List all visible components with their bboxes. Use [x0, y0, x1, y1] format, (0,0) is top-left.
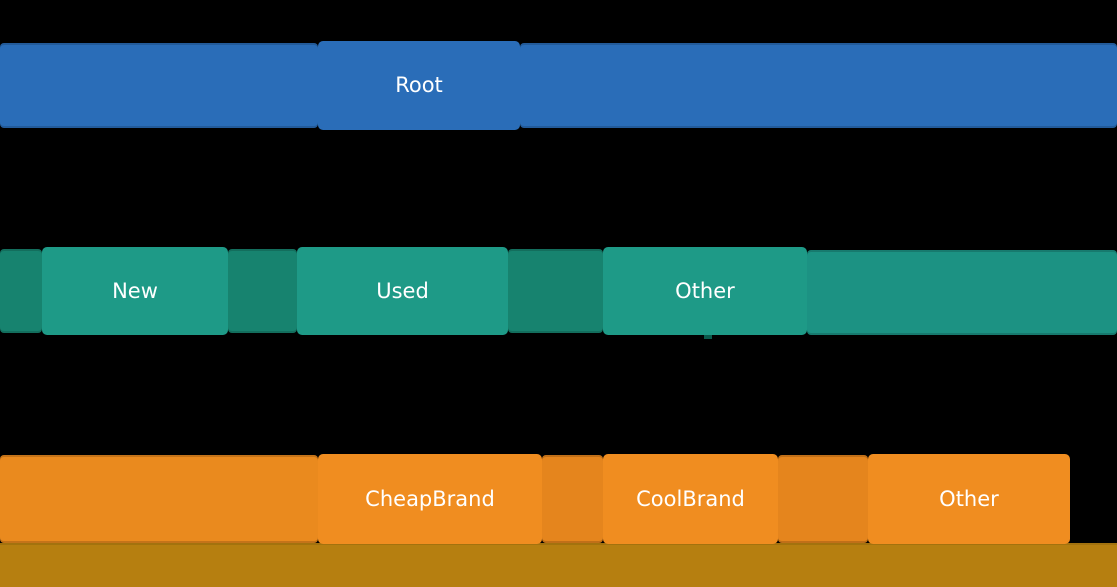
icicle-node-unlabeled-depth0[interactable]: [520, 43, 1117, 128]
icicle-node-unlabeled-depth1[interactable]: [807, 250, 1117, 335]
icicle-node-unlabeled-depth1[interactable]: [228, 249, 297, 333]
icicle-node-label: Root: [395, 73, 443, 97]
icicle-node-label: New: [112, 278, 158, 303]
icicle-node-used-depth1[interactable]: Used: [297, 247, 508, 335]
icicle-node-label: Used: [376, 278, 429, 303]
icicle-node-other-depth1[interactable]: Other: [603, 247, 807, 335]
icicle-node-unlabeled-depth0[interactable]: [0, 43, 318, 128]
icicle-node-other-depth2[interactable]: Other: [868, 454, 1070, 544]
icicle-node-unlabeled-depth2[interactable]: [0, 455, 318, 543]
icicle-node-unlabeled-depth2[interactable]: [542, 455, 603, 543]
icicle-node-unlabeled-depth1[interactable]: [0, 249, 42, 333]
icicle-node-unlabeled-depth3[interactable]: [0, 543, 1117, 587]
icicle-node-label: CoolBrand: [636, 486, 745, 511]
icicle-node-unlabeled-depth2[interactable]: [778, 455, 868, 543]
icicle-node-new-depth1[interactable]: New: [42, 247, 228, 335]
icicle-node-root-depth0[interactable]: Root: [318, 41, 520, 130]
icicle-node-label: CheapBrand: [365, 486, 495, 511]
icicle-node-coolbrand-depth2[interactable]: CoolBrand: [603, 454, 778, 544]
icicle-node-unlabeled-depth1[interactable]: [508, 249, 603, 333]
icicle-node-label: Other: [675, 278, 735, 303]
icicle-node-label: Other: [939, 486, 999, 511]
connector-stub: [704, 335, 712, 339]
icicle-node-cheapbrand-depth2[interactable]: CheapBrand: [318, 454, 542, 544]
